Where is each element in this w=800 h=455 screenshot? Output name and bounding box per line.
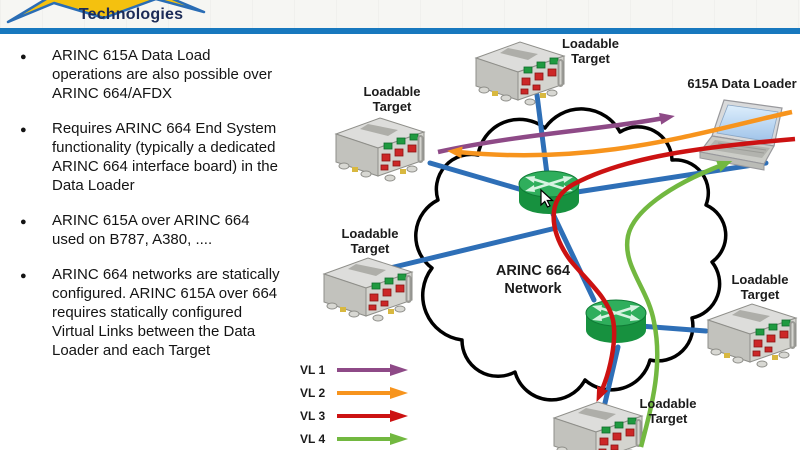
legend-row-vl4: VL 4 <box>300 432 412 446</box>
bullet-item: ARINC 615A over ARINC 664 used on B787, … <box>18 211 296 249</box>
header-band: Technologies <box>0 0 800 28</box>
vl1-arrow <box>437 112 675 155</box>
vl1-arrow-icon <box>337 364 408 376</box>
bullet-item: ARINC 615A Data Load operations are also… <box>18 46 296 103</box>
bullet-line: Data Loader <box>52 177 135 194</box>
bullet-line: ARINC 664 interface board) in the <box>52 158 278 175</box>
bullet-item: ARINC 664 networks are statically config… <box>18 265 296 360</box>
loadable-target-icon <box>335 117 425 182</box>
vl2-arrow-icon <box>337 387 408 399</box>
loadable-target-icon <box>323 257 413 322</box>
logo-text: Technologies <box>78 6 184 23</box>
loadable-target-label: Loadable Target <box>639 396 697 426</box>
logo-swoosh-icon <box>6 0 206 24</box>
network-link-line <box>550 211 597 303</box>
data-loader-label: 615A Data Loader <box>687 76 797 91</box>
company-logo: Technologies <box>6 0 216 28</box>
network-link-line <box>574 160 769 195</box>
bullet-line: ARINC 664 networks are statically <box>52 266 280 283</box>
legend-label: VL 2 <box>300 386 326 400</box>
loadable-target-label: Loadable Target <box>363 84 421 114</box>
legend-row-vl1: VL 1 <box>300 363 412 377</box>
header-divider-bar <box>0 28 800 34</box>
legend-row-vl2: VL 2 <box>300 386 412 400</box>
bullet-line: Virtual Links between the Data <box>52 323 256 340</box>
bullet-line: requires statically configured <box>52 304 243 321</box>
bullet-item: Requires ARINC 664 End System functional… <box>18 119 296 195</box>
loadable-target-icon <box>707 303 797 368</box>
bullet-line: ARINC 615A Data Load <box>52 47 211 64</box>
vl4-arrow <box>624 160 733 448</box>
bullet-line: ARINC 664/AFDX <box>52 85 173 102</box>
legend-row-vl3: VL 3 <box>300 409 412 423</box>
vl3-arrow <box>551 136 796 403</box>
network-link-line <box>637 323 709 334</box>
network-link-line <box>387 225 559 271</box>
legend-label: VL 3 <box>300 409 326 423</box>
network-links <box>387 92 769 406</box>
vl2-arrow <box>447 109 793 159</box>
arinc664-switch-icon <box>517 169 581 216</box>
bullet-line: Requires ARINC 664 End System <box>52 120 277 137</box>
mouse-cursor <box>540 188 555 208</box>
network-label: ARINC 664 Network <box>495 263 571 297</box>
vl3-arrow-icon <box>337 410 408 422</box>
vl4-arrow-icon <box>337 433 408 445</box>
bullet-line: operations are also possible over <box>52 66 273 83</box>
vl-legend: VL 1 VL 2 VL 3 VL 4 <box>300 363 412 455</box>
bullet-list: ARINC 615A Data Load operations are also… <box>18 46 296 376</box>
bullet-line: used on B787, A380, .... <box>52 231 213 248</box>
data-loader-laptop-icon <box>699 99 783 171</box>
bullet-line: Loader and each Target <box>52 342 211 359</box>
loadable-target-label: Loadable Target <box>561 36 620 66</box>
bullet-line: configured. ARINC 615A over 664 <box>52 285 278 302</box>
legend-label: VL 1 <box>300 363 326 377</box>
bullet-line: ARINC 615A over ARINC 664 <box>52 212 250 229</box>
loadable-target-label: Loadable Target <box>341 226 399 256</box>
loadable-target-label: Loadable Target <box>731 272 789 302</box>
legend-label: VL 4 <box>300 432 326 446</box>
bullet-line: functionality (typically a dedicated <box>52 139 276 156</box>
